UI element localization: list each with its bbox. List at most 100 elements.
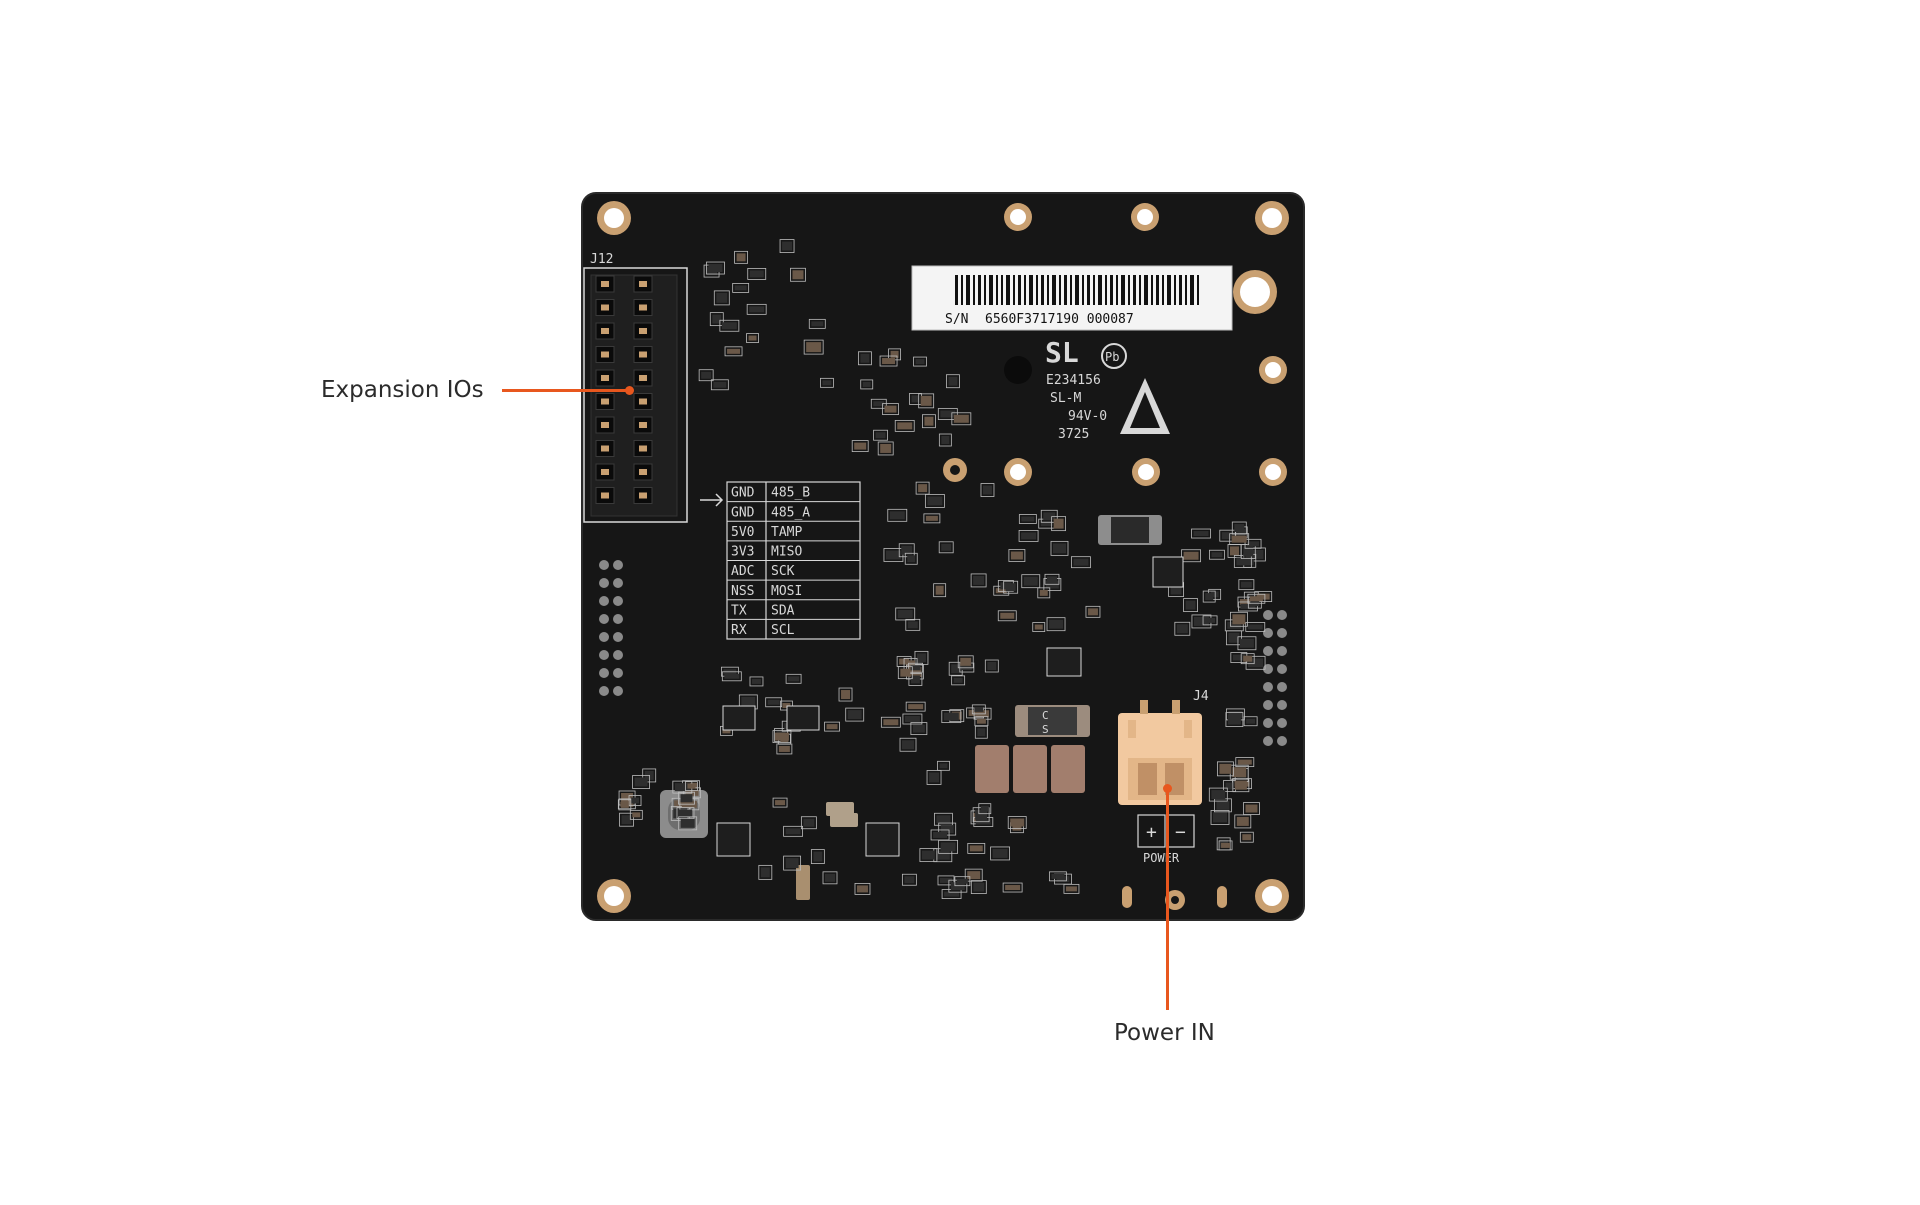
power-minus: −: [1175, 822, 1186, 843]
cert-line-4: 3725: [1058, 427, 1089, 442]
expansion-header: J12: [583, 252, 688, 523]
smd-part: [882, 403, 899, 416]
smd-part: [1183, 598, 1198, 612]
smd-part: [974, 716, 989, 727]
edge-pin: [599, 614, 609, 624]
smd-part: [858, 351, 872, 366]
smd-part: [824, 721, 840, 732]
smd-part: [990, 846, 1010, 861]
smd-part: [971, 704, 986, 715]
smd-part: [1239, 831, 1254, 843]
smd-part: [1245, 622, 1266, 632]
smd-part: [785, 673, 802, 684]
smd-part: [967, 842, 986, 854]
edge-pin: [1277, 700, 1287, 710]
smd-part: [897, 666, 913, 680]
smd-part: [1037, 587, 1051, 599]
smd-part: [860, 379, 874, 390]
pinout-right-label: TAMP: [771, 525, 802, 540]
edge-pin: [1277, 718, 1287, 728]
smd-part: [1240, 544, 1256, 559]
smd-part: [879, 355, 898, 367]
edge-pin: [1277, 610, 1287, 620]
smd-part: [1018, 514, 1037, 524]
edge-pin: [599, 578, 609, 588]
pinout-left-label: RX: [731, 623, 747, 638]
smd-part: [1044, 573, 1060, 585]
smd-part: [984, 659, 999, 673]
edge-pin: [599, 596, 609, 606]
smd-part: [1243, 716, 1258, 727]
smd-part: [908, 673, 923, 686]
smd-part: [938, 822, 957, 836]
smd-part: [951, 412, 972, 426]
smd-part: [880, 716, 901, 728]
cap-mark-c: C: [1042, 709, 1049, 722]
expansion-leader-dot: [625, 386, 634, 395]
smd-part: [926, 770, 942, 785]
smd-part: [632, 775, 651, 789]
smd-part: [978, 803, 992, 815]
power-silk-label: POWER: [1143, 851, 1180, 865]
smd-part: [1217, 761, 1234, 777]
smd-part: [678, 791, 695, 805]
smd-part: [883, 548, 904, 562]
smd-part: [1232, 778, 1250, 793]
smd-part: [772, 797, 788, 808]
expansion-ios-label: Expansion IOs: [321, 377, 484, 403]
smd-part: [1085, 605, 1101, 618]
smd-part: [822, 871, 838, 885]
smd-part: [1202, 590, 1216, 603]
smd-part: [957, 655, 974, 669]
cert-line-2: SL-M: [1050, 391, 1081, 406]
smd-part: [820, 377, 834, 388]
smd-part: [854, 883, 871, 895]
smd-part: [1008, 549, 1026, 562]
pinout-left-label: NSS: [731, 584, 754, 599]
smd-part: [1238, 579, 1255, 591]
edge-pin: [613, 596, 623, 606]
smd-part: [901, 873, 917, 886]
smd-part: [930, 829, 950, 841]
pinout-right-label: MOSI: [771, 584, 802, 599]
smd-part: [954, 876, 971, 887]
smd-part: [845, 707, 865, 722]
smd-part: [810, 849, 825, 864]
power-leader-line: [1166, 788, 1169, 1010]
smd-part: [937, 408, 958, 420]
smd-part: [1229, 764, 1249, 780]
power-in-label: Power IN: [1114, 1020, 1215, 1046]
capacitors: C S: [796, 515, 1162, 900]
smd-part: [922, 414, 936, 429]
pinout-left-label: TX: [731, 603, 747, 618]
smd-part: [1244, 538, 1262, 549]
smd-part: [1021, 574, 1041, 589]
smd-part: [803, 339, 824, 355]
smd-part: [1050, 540, 1069, 556]
pinout-right-label: SDA: [771, 603, 795, 618]
smd-part: [1046, 617, 1066, 632]
smd-part: [713, 290, 730, 306]
smd-part: [698, 369, 714, 382]
smd-part: [765, 697, 783, 708]
smd-part: [919, 848, 938, 862]
edge-pin-rows: [599, 560, 1287, 746]
smd-part: [970, 573, 987, 588]
smd-part: [937, 760, 950, 771]
smd-part: [1051, 516, 1067, 532]
smd-part: [1002, 882, 1023, 893]
smd-part: [618, 798, 632, 811]
smd-part: [877, 441, 894, 456]
smd-part: [918, 393, 935, 409]
edge-pin: [1277, 628, 1287, 638]
smd-part: [913, 356, 927, 367]
edge-pin: [1263, 664, 1273, 674]
edge-pin: [1263, 718, 1273, 728]
smd-part: [1237, 636, 1257, 651]
smd-part: [676, 807, 695, 819]
smd-part: [746, 303, 767, 315]
smd-part: [1209, 549, 1225, 560]
barcode: [955, 275, 1199, 305]
smd-part: [1230, 611, 1248, 627]
